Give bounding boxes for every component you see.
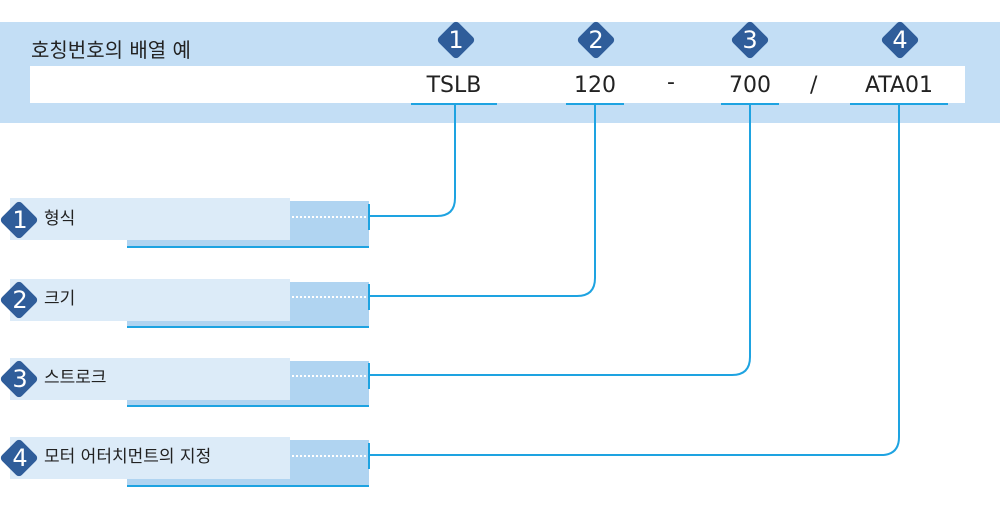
part-1-value: TSLB <box>426 73 482 98</box>
legend-1-label: 형식 <box>44 209 76 229</box>
connector-2 <box>368 105 596 310</box>
legend-2-number: 2 <box>12 286 28 314</box>
legend-3-dotted-line <box>292 375 366 377</box>
connector-1 <box>368 105 456 230</box>
legend-4-dotted-line <box>292 455 366 457</box>
legend-4-box <box>10 437 290 479</box>
header-title: 호칭번호의 배열 예 <box>31 38 191 62</box>
part-2-underline <box>566 103 624 105</box>
part-4-underline <box>850 103 948 105</box>
connector-4 <box>368 105 900 469</box>
part-2-value: 120 <box>574 73 616 98</box>
legend-1-underline <box>127 246 369 248</box>
legend-1-dotted-line <box>292 216 366 218</box>
separator-dash: - <box>667 70 675 95</box>
legend-2-label: 크기 <box>44 289 76 309</box>
connector-3 <box>368 105 751 389</box>
legend-3-label: 스트로크 <box>44 368 107 388</box>
part-3-underline <box>721 103 779 105</box>
separator-slash: / <box>810 73 818 98</box>
part-2-number: 2 <box>588 26 604 54</box>
legend-3-underline <box>127 405 369 407</box>
part-4-number: 4 <box>892 26 908 54</box>
legend-2-underline <box>127 326 369 328</box>
legend-3-number: 3 <box>12 365 28 393</box>
part-1-number: 1 <box>448 26 464 54</box>
legend-1-box <box>10 198 290 240</box>
designation-bar <box>30 66 965 103</box>
legend-1-number: 1 <box>12 206 28 234</box>
part-3-number: 3 <box>742 26 758 54</box>
part-1-underline <box>411 103 497 105</box>
legend-2-box <box>10 279 290 321</box>
legend-4-number: 4 <box>12 444 28 472</box>
part-4-value: ATA01 <box>864 73 934 98</box>
legend-3-box <box>10 358 290 400</box>
legend-2-dotted-line <box>292 296 366 298</box>
part-3-value: 700 <box>729 73 771 98</box>
legend-4-label: 모터 어터치먼트의 지정 <box>44 447 212 467</box>
legend-4-underline <box>127 485 369 487</box>
